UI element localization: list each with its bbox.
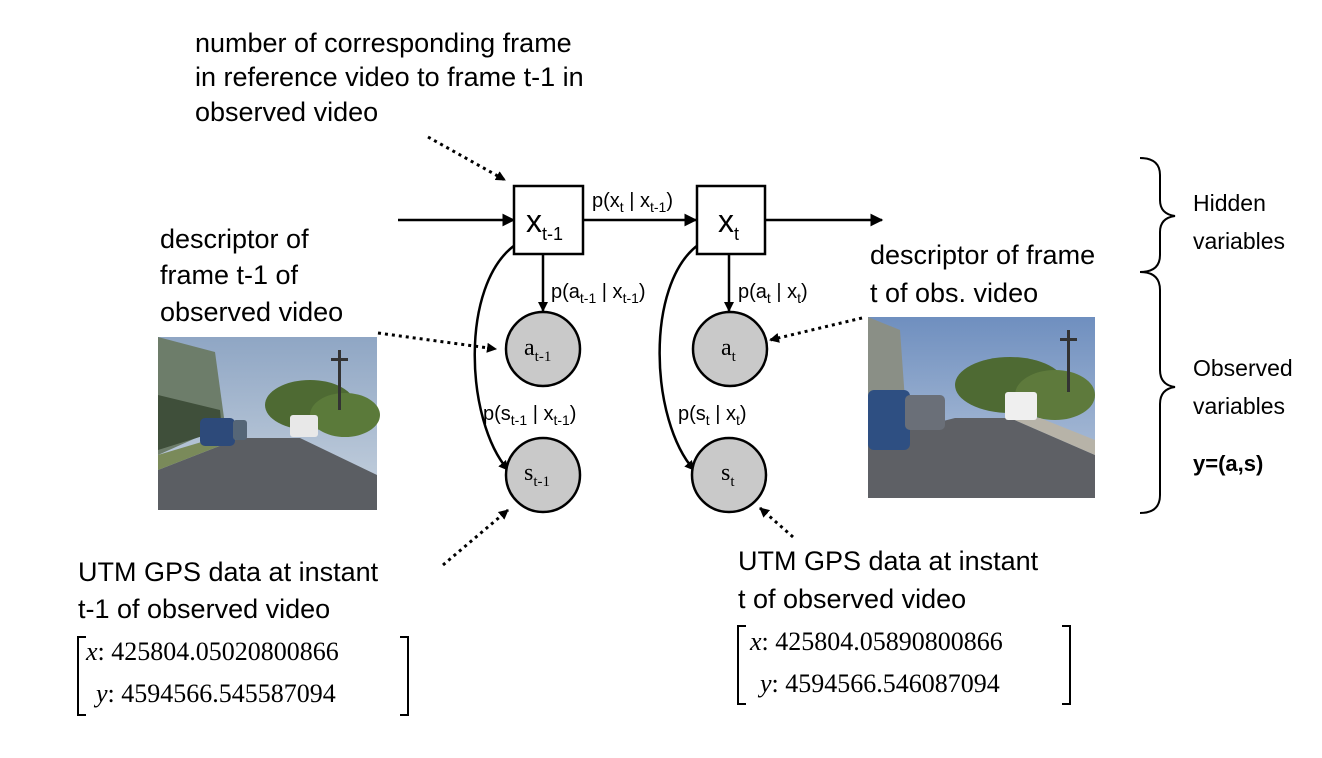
edge-label-s-curr: p(st | xt) (678, 403, 747, 428)
node-s-curr: st (690, 436, 768, 514)
annotation-line: number of corresponding frame (195, 28, 572, 58)
gps-prev-x: x: 425804.05020800866 (85, 637, 339, 666)
observed-variables-label: Observed (1193, 355, 1293, 381)
annotation-line: t-1 of observed video (78, 594, 330, 624)
observation-definition: y=(a,s) (1193, 451, 1263, 476)
leader-gps-prev (442, 508, 509, 567)
annotation-line: frame t-1 of (160, 260, 299, 290)
node-x-prev-label: xt-1 (526, 203, 563, 244)
matrix-bracket-left (77, 636, 86, 716)
edge-label-transition: p(xt | xt-1) (592, 190, 673, 215)
annotation-line: descriptor of frame (870, 240, 1095, 270)
node-s-curr-label: st (721, 460, 735, 490)
leader-descriptor-curr (769, 316, 863, 343)
node-a-curr-label: at (721, 335, 737, 365)
edges (398, 213, 884, 471)
annotation-descriptor-prev: descriptor of frame t-1 of observed vide… (160, 224, 343, 327)
gps-prev-y: y: 4594566.545587094 (93, 679, 336, 708)
edge-x-to-s-prev (473, 243, 516, 471)
node-x-curr: xt (695, 184, 767, 256)
matrix-bracket-right (1062, 625, 1071, 705)
annotation-hidden-frame-prev: number of corresponding frame in referen… (195, 28, 584, 127)
annotation-line: in reference video to frame t-1 in (195, 62, 584, 92)
matrix-bracket-left (737, 625, 746, 705)
gps-curr-x: x: 425804.05890800866 (749, 627, 1003, 656)
annotation-line: UTM GPS data at instant (78, 557, 379, 587)
frame-image-curr (868, 317, 1095, 498)
hidden-variables-label: Hidden (1193, 190, 1266, 216)
edge-label-s-prev: p(st-1 | xt-1) (483, 403, 576, 428)
annotation-line: observed video (160, 297, 343, 327)
observed-variables-label: variables (1193, 393, 1285, 419)
leader-hidden-frame (427, 135, 506, 182)
edge-label-a-prev: p(at-1 | xt-1) (551, 281, 646, 306)
annotation-line: descriptor of (160, 224, 309, 254)
frame-image-prev (158, 337, 380, 510)
annotation-gps-curr: UTM GPS data at instant t of observed vi… (737, 546, 1071, 705)
leader-gps-curr (759, 506, 794, 539)
annotation-line: t of observed video (738, 584, 966, 614)
node-x-prev: xt-1 (512, 184, 585, 256)
node-a-prev: at-1 (504, 310, 582, 388)
node-a-prev-label: at-1 (524, 335, 551, 365)
matrix-bracket-right (400, 636, 409, 716)
annotation-leaders (377, 135, 863, 567)
hidden-variables-label: variables (1193, 228, 1285, 254)
annotation-descriptor-curr: descriptor of frame t of obs. video (870, 240, 1095, 308)
gps-curr-y: y: 4594566.546087094 (757, 669, 1000, 698)
annotation-line: t of obs. video (870, 278, 1038, 308)
edge-x-to-s-curr (658, 244, 699, 471)
node-s-prev: st-1 (504, 436, 582, 514)
node-x-curr-label: xt (718, 203, 739, 244)
annotation-gps-prev: UTM GPS data at instant t-1 of observed … (77, 557, 409, 716)
leader-descriptor-prev (377, 331, 497, 353)
node-s-prev-label: st-1 (524, 460, 550, 490)
edge-label-a-curr: p(at | xt) (738, 281, 808, 306)
node-a-curr: at (691, 310, 769, 388)
brace-observed (1139, 271, 1176, 514)
annotation-line: UTM GPS data at instant (738, 546, 1039, 576)
annotation-line: observed video (195, 97, 378, 127)
brace-hidden (1139, 157, 1176, 273)
